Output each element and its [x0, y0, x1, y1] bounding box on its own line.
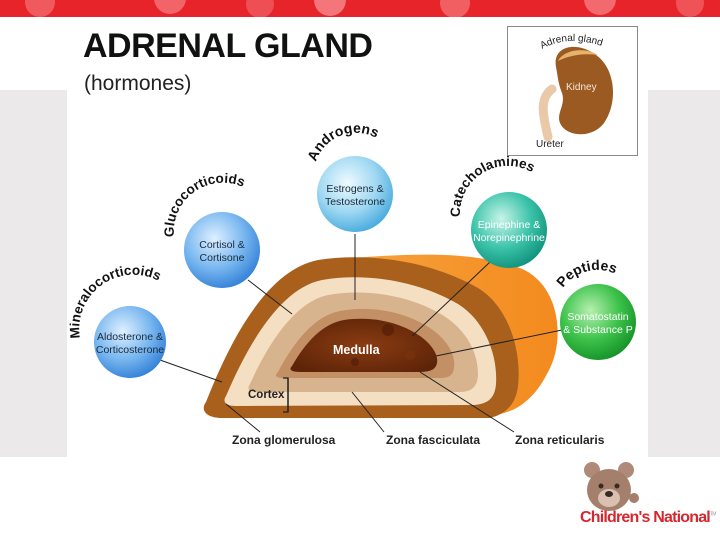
medulla-region — [290, 318, 438, 372]
hormone-line-2: & Substance P — [563, 324, 632, 336]
kidney-shape — [555, 46, 614, 135]
hormone-group-mineralocorticoids: Mineralocorticoids Aldosterone & Cortico… — [67, 263, 166, 378]
cortex-bracket — [283, 377, 289, 413]
page-title: ADRENAL GLAND — [83, 27, 373, 65]
hormone-group-peptides: Peptides Somatostatin & Substance P — [553, 257, 636, 360]
hormone-group-glucocorticoids: Glucocorticoids Cortisol & Cortisone — [162, 171, 260, 288]
hormone-line-2: Cortisone — [200, 252, 245, 264]
hormone-group-androgens: Androgens Estrogens & Testosterone — [304, 120, 393, 232]
kidney-label: Kidney — [566, 82, 597, 93]
hormone-sphere — [560, 284, 636, 360]
brand-name: Children's NationalTM — [580, 509, 716, 526]
left-gray-band — [0, 90, 67, 457]
page-subtitle: (hormones) — [84, 72, 192, 95]
cortex-label: Cortex — [248, 389, 285, 401]
hormone-line-2: Corticosterone — [96, 344, 164, 356]
kidney-inset: Adrenal gland Kidney Ureter — [507, 26, 638, 156]
hormone-line-1: Estrogens & — [326, 183, 383, 195]
zona-fasciculata-label: Zona fasciculata — [386, 433, 480, 447]
group-name-label: Androgens — [304, 120, 382, 163]
heart-pattern — [25, 0, 704, 17]
childrens-national-logo — [578, 460, 698, 532]
gland-cross-section — [203, 254, 558, 418]
hormone-sphere — [184, 212, 260, 288]
bear-icon — [584, 462, 639, 511]
kidney-illustration: Adrenal gland Kidney Ureter — [536, 33, 614, 150]
zona-glomerulosa-label: Zona glomerulosa — [232, 433, 336, 447]
leader-lines — [159, 234, 563, 433]
group-name-label: Peptides — [553, 257, 620, 290]
hormone-line-1: Somatostatin — [567, 311, 628, 323]
adrenal-shape — [558, 50, 598, 61]
top-decorative-band — [0, 0, 720, 17]
hormone-sphere — [94, 306, 166, 378]
hormone-sphere — [471, 192, 547, 268]
hormone-line-1: Aldosterone & — [97, 331, 163, 343]
hormone-line-1: Cortisol & — [199, 239, 245, 251]
hormone-sphere — [317, 156, 393, 232]
ureter-label: Ureter — [536, 139, 564, 150]
ureter-shape — [538, 84, 557, 142]
medulla-label: Medulla — [333, 343, 381, 357]
hormone-group-catecholamines: Catecholamines Epinephine & Norepinephri… — [448, 154, 547, 268]
zona-reticularis-label: Zona reticularis — [515, 433, 605, 447]
right-gray-band — [648, 90, 720, 457]
hormone-line-1: Epinephine & — [478, 219, 540, 231]
hormone-line-2: Testosterone — [325, 196, 385, 208]
hormone-line-2: Norepinephrine — [473, 232, 545, 244]
